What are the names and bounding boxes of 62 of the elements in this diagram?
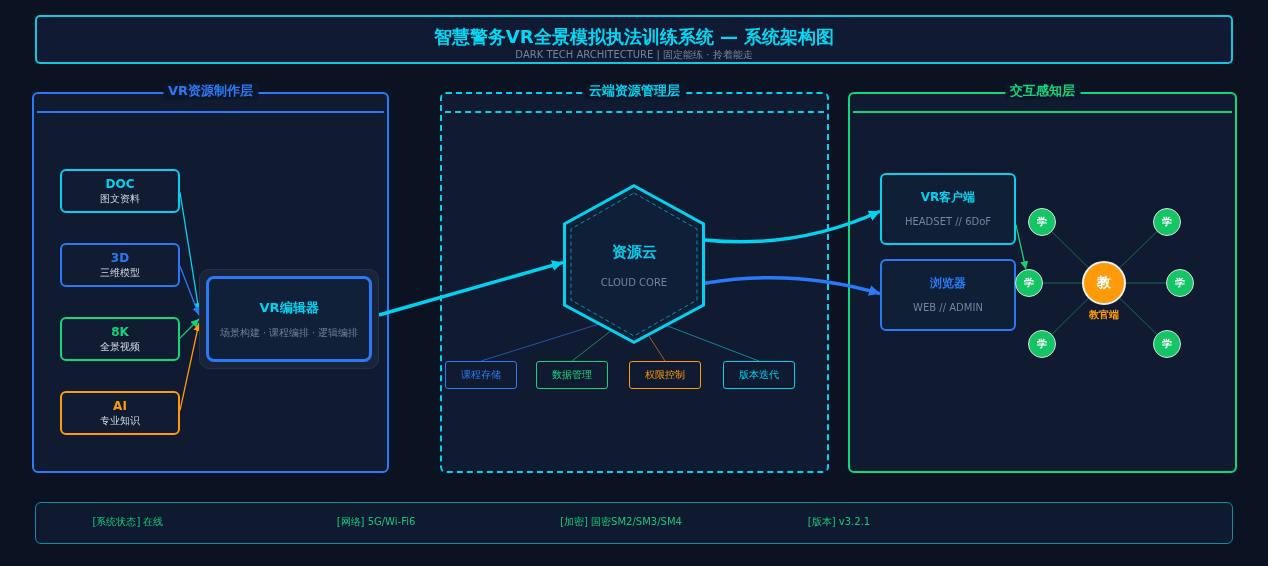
- box-title: VR编辑器: [259, 299, 319, 316]
- arrow: [179, 318, 200, 339]
- connector-line: [1042, 282, 1083, 284]
- panel-heading: 交互感知层: [1005, 83, 1080, 99]
- subtitle: DARK TECH ARCHITECTURE | 固定能练 · 拎着能走: [515, 49, 753, 61]
- box-caption: WEB // ADMIN: [913, 302, 983, 315]
- source-box: [60, 169, 180, 213]
- arrow: [704, 209, 881, 244]
- connector-line: [648, 335, 666, 362]
- student-circle: 学: [1166, 269, 1194, 297]
- box-caption: 三维模型: [100, 267, 140, 280]
- arrow: [704, 276, 881, 296]
- hexagon-title: 资源云: [611, 243, 657, 261]
- student-circle: 学: [1028, 330, 1056, 358]
- box-title: AI: [113, 398, 127, 414]
- status-text: [加密] 国密SM2/SM3/SM4: [560, 516, 682, 528]
- connector-line: [1119, 231, 1158, 269]
- status-text: [网络] 5G/Wi-Fi6: [336, 516, 416, 528]
- module-box: 课程存储: [445, 361, 517, 389]
- client-box: [880, 173, 1016, 245]
- student-circle: 学: [1015, 269, 1043, 297]
- source-box: [60, 243, 180, 287]
- source-box: [60, 391, 180, 435]
- box-title: 8K: [111, 324, 129, 340]
- box-caption: 图文资料: [100, 193, 140, 206]
- student-circle: 学: [1153, 330, 1181, 358]
- status-text: [版本] v3.2.1: [807, 516, 871, 528]
- panel-heading: VR资源制作层: [162, 83, 259, 99]
- arrow: [378, 260, 564, 317]
- box-title: VR客户端: [920, 189, 976, 205]
- editor-box: [199, 269, 379, 369]
- instructor-circle: 教: [1082, 261, 1126, 305]
- diagram-title: 智慧警务VR全景模拟执法训练系统 — 系统架构图: [433, 26, 835, 48]
- node-caption: 教官端: [1089, 309, 1119, 321]
- connector-line: [571, 330, 612, 362]
- connector-line: [1051, 297, 1089, 335]
- module-box: 版本迭代: [723, 361, 795, 389]
- student-circle: 学: [1028, 208, 1056, 236]
- arrow: [179, 265, 200, 316]
- box-title: 3D: [110, 250, 130, 266]
- panel-heading: 云端资源管理层: [584, 83, 685, 99]
- status-text: [系统状态] 在线: [92, 516, 164, 528]
- connector-line: [1125, 282, 1167, 284]
- module-box: 数据管理: [536, 361, 608, 389]
- student-circle: 学: [1153, 208, 1181, 236]
- connector-line: [1119, 297, 1158, 335]
- connector-line: [1051, 231, 1089, 269]
- cloud-hexagon: [563, 184, 705, 344]
- source-box: [60, 317, 180, 361]
- box-caption: HEADSET // 6DoF: [904, 216, 992, 229]
- arrow: [179, 322, 202, 412]
- connector-line: [480, 323, 599, 362]
- box-title: DOC: [105, 176, 135, 192]
- box-title: 浏览器: [930, 275, 966, 291]
- arrow: [1015, 224, 1029, 270]
- box-caption: 专业知识: [100, 415, 140, 428]
- box-caption: 场景构建 · 课程编排 · 逻辑编排: [219, 327, 359, 339]
- hexagon-caption: CLOUD CORE: [600, 277, 668, 289]
- box-caption: 全景视频: [100, 341, 140, 354]
- client-box: [880, 259, 1016, 331]
- module-box: 权限控制: [629, 361, 701, 389]
- connector-line: [666, 325, 760, 362]
